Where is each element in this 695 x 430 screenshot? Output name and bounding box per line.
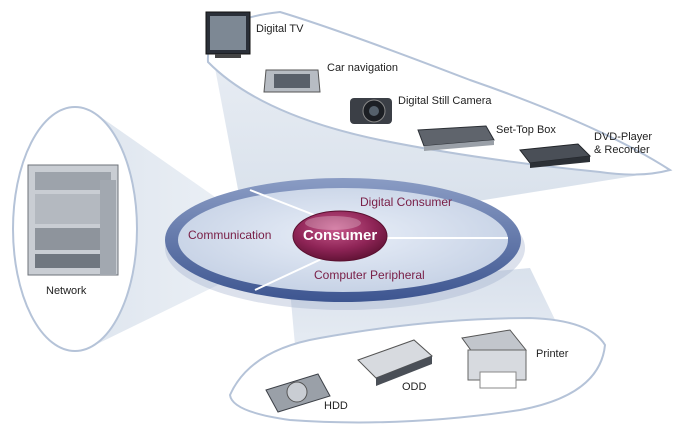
set-top-box-label: Set-Top Box: [496, 124, 556, 136]
car-navigation-label: Car navigation: [327, 62, 398, 74]
divider-lower: [254, 254, 331, 291]
dvd-player-recorder-icon: [519, 143, 592, 168]
odd-label: ODD: [402, 381, 427, 393]
consumer-core-highlight: [305, 216, 361, 230]
consumer-core: [292, 210, 388, 262]
digital-tv-label: Digital TV: [256, 23, 304, 35]
digital-consumer-label: Digital Consumer: [360, 195, 453, 209]
digital-tv-icon: [205, 11, 251, 58]
digital-still-camera-label: Digital Still Camera: [398, 95, 492, 107]
computer-peripheral-label: Computer Peripheral: [314, 268, 425, 282]
network-label: Network: [46, 285, 87, 297]
top-arc: [206, 10, 673, 176]
odd-icon: [357, 339, 433, 386]
consumer-center-label: Consumer: [303, 227, 378, 244]
dvd-player-label: DVD-Player: [594, 131, 653, 143]
network-rack-icon: [27, 164, 119, 276]
digital-still-camera-icon: [350, 98, 392, 124]
hdd-label: HDD: [324, 400, 348, 412]
printer-label: Printer: [536, 348, 569, 360]
dvd-recorder-label: & Recorder: [594, 144, 650, 156]
communication-label: Communication: [188, 228, 272, 242]
hdd-icon: [265, 373, 331, 413]
car-navigation-icon: [263, 69, 321, 93]
printer-icon: [461, 329, 527, 389]
set-top-box-icon: [417, 125, 495, 151]
